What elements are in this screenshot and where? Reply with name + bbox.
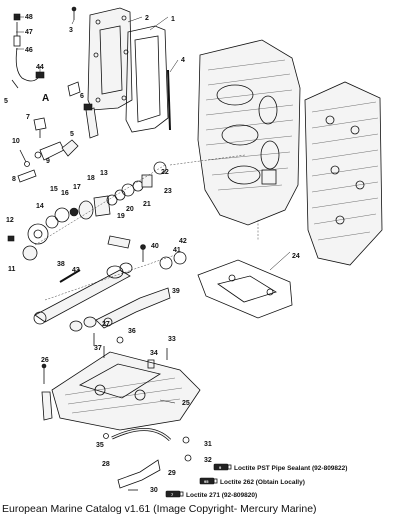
- bypass-valve-stack: [7, 154, 246, 261]
- callout-8: 8: [12, 176, 16, 183]
- callout-6: 6: [80, 93, 84, 100]
- legend-item-pst: 9 Loctite PST Pipe Sealant (92-809822): [213, 463, 347, 472]
- legend-item-262: 95 Loctite 262 (Obtain Locally): [199, 477, 305, 486]
- callout-10: 10: [12, 138, 20, 145]
- transfer-port-cover: [87, 7, 133, 111]
- hose: [167, 69, 171, 131]
- screw-35: [103, 433, 109, 439]
- cylinder-block: [197, 39, 301, 240]
- callout-24: 24: [292, 253, 300, 260]
- throttle-linkage: [33, 251, 187, 325]
- tube-5: [61, 139, 79, 157]
- callout-32: 32: [204, 457, 212, 464]
- screw-31: [182, 436, 190, 444]
- fitting-8: [17, 169, 37, 183]
- callout-29: 29: [168, 470, 176, 477]
- callout-17: 17: [73, 184, 81, 191]
- callout-15: 15: [50, 186, 58, 193]
- fitting-40: [140, 244, 146, 262]
- tube-grease: [107, 235, 131, 249]
- callout-35: 35: [96, 442, 104, 449]
- legend-label-pst: Loctite PST Pipe Sealant (92-809822): [234, 465, 347, 472]
- fitting-34: [147, 359, 155, 369]
- callout-26: 26: [41, 357, 49, 364]
- callout-12: 12: [6, 217, 14, 224]
- screw-3: [71, 6, 77, 20]
- callout-41: 41: [173, 247, 181, 254]
- legend-label-262: Loctite 262 (Obtain Locally): [220, 479, 305, 486]
- callout-labels: 1 2 3 4 48 47 46 44 5 A 6 7 5 10 9 8 13 …: [4, 14, 300, 494]
- exploded-parts-diagram: 1 2 3 4 48 47 46 44 5 A 6 7 5 10 9 8 13 …: [4, 6, 383, 499]
- callout-44: 44: [36, 64, 44, 71]
- tube-loctite-left: [41, 391, 53, 421]
- legend-item-271: 7 Loctite 271 (92-809820): [165, 490, 257, 499]
- throttle-cam-39: [95, 287, 171, 329]
- callout-25: 25: [182, 400, 190, 407]
- callout-37: 37: [94, 345, 102, 352]
- callout-5b: 5: [70, 131, 74, 138]
- cable-clip-28: [111, 428, 172, 442]
- image-caption: European Marine Catalog v1.61 (Image Cop…: [2, 503, 317, 515]
- clip-6: [67, 81, 81, 97]
- transfer-port-gasket: [125, 25, 169, 133]
- callout-34: 34: [150, 350, 158, 357]
- callout-38: 38: [57, 261, 65, 268]
- legend-code-pst: 9: [219, 465, 222, 470]
- callout-40: 40: [151, 243, 159, 250]
- callout-16: 16: [61, 190, 69, 197]
- adaptor-plate-25: [51, 351, 201, 431]
- callout-36: 36: [128, 328, 136, 335]
- sealant-legend: 9 Loctite PST Pipe Sealant (92-809822) 9…: [165, 463, 347, 499]
- callout-22: 22: [161, 169, 169, 176]
- callout-46: 46: [25, 47, 33, 54]
- callout-9: 9: [46, 158, 50, 165]
- callout-1: 1: [171, 16, 175, 23]
- callout-23: 23: [164, 188, 172, 195]
- bracket-29: [117, 459, 161, 489]
- callout-3: 3: [69, 27, 73, 34]
- callout-31: 31: [204, 441, 212, 448]
- fitting-10: [19, 149, 30, 167]
- callout-30: 30: [150, 487, 158, 494]
- grommet-32: [184, 454, 192, 462]
- link-rod: [69, 316, 97, 332]
- callout-20: 20: [126, 206, 134, 213]
- leader-lines: [16, 16, 291, 404]
- callout-42: 42: [179, 238, 187, 245]
- callout-14: 14: [36, 203, 44, 210]
- legend-code-262: 95: [204, 479, 209, 484]
- callout-2: 2: [145, 15, 149, 22]
- callout-47: 47: [25, 29, 33, 36]
- screw-26: [41, 363, 47, 384]
- marker-a: A: [42, 93, 49, 104]
- callout-27: 27: [102, 321, 110, 328]
- callout-28: 28: [102, 461, 110, 468]
- callout-33: 33: [168, 336, 176, 343]
- callout-39: 39: [172, 288, 180, 295]
- callout-4: 4: [181, 57, 185, 64]
- tube-loctite-small: [83, 103, 99, 139]
- callout-13: 13: [100, 170, 108, 177]
- callout-48: 48: [25, 14, 33, 21]
- adaptor-gasket-24: [197, 259, 293, 319]
- crankcase-cover: [304, 81, 383, 266]
- callout-19: 19: [117, 213, 125, 220]
- washer-36: [116, 336, 124, 344]
- callout-7: 7: [26, 114, 30, 121]
- legend-code-271: 7: [171, 492, 174, 497]
- legend-label-271: Loctite 271 (92-809820): [186, 492, 257, 499]
- callout-5: 5: [4, 98, 8, 105]
- callout-21: 21: [143, 201, 151, 208]
- callout-18: 18: [87, 175, 95, 182]
- fitting-7: [33, 117, 47, 138]
- callout-11: 11: [8, 266, 16, 273]
- callout-43: 43: [72, 267, 80, 274]
